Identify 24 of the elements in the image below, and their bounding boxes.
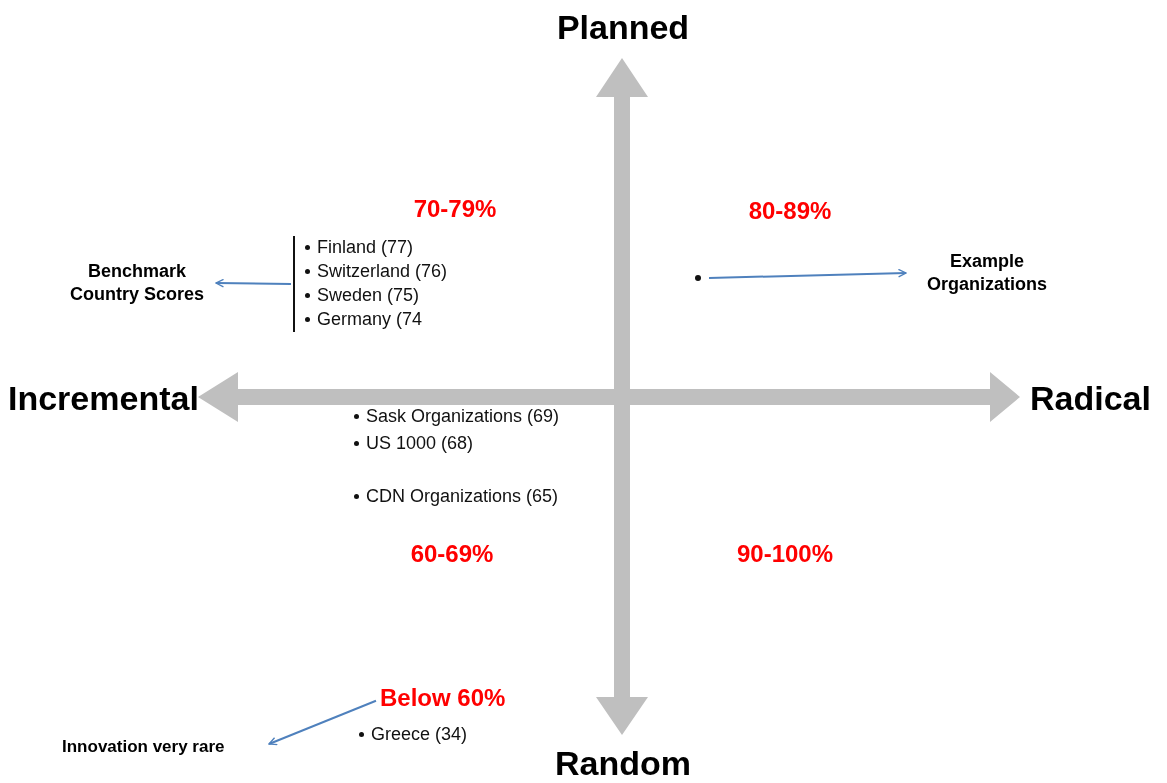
axis-label: Radical — [1030, 379, 1152, 418]
list-item: Sask Organizations (69) — [352, 405, 560, 427]
percentage-label: 80-89% — [747, 197, 833, 225]
list-item: Germany (74 — [303, 308, 468, 330]
annotation-text: Example Organizations — [912, 250, 1062, 296]
arrow — [215, 278, 292, 288]
list-item: Finland (77) — [303, 236, 468, 258]
axis-label: Planned — [555, 8, 691, 47]
list-item: CDN Organizations (65) — [352, 485, 559, 507]
list-item: Switzerland (76) — [303, 260, 468, 282]
annotation-text: Innovation very rare — [62, 737, 267, 757]
list-item: US 1000 (68) — [352, 432, 474, 454]
arrow — [268, 699, 377, 746]
percentage-label: 90-100% — [735, 540, 835, 568]
percentage-label: 70-79% — [412, 195, 498, 223]
percentage-label: Below 60% — [380, 684, 530, 712]
list-item: Greece (34) — [357, 723, 468, 745]
bullet-icon — [695, 275, 701, 281]
list-item: Sweden (75) — [303, 284, 468, 306]
annotation-text: Benchmark Country Scores — [62, 260, 212, 306]
percentage-label: 60-69% — [409, 540, 495, 568]
arrow — [708, 268, 907, 279]
axis-label: Random — [554, 745, 692, 781]
axis-label: Incremental — [8, 379, 200, 418]
